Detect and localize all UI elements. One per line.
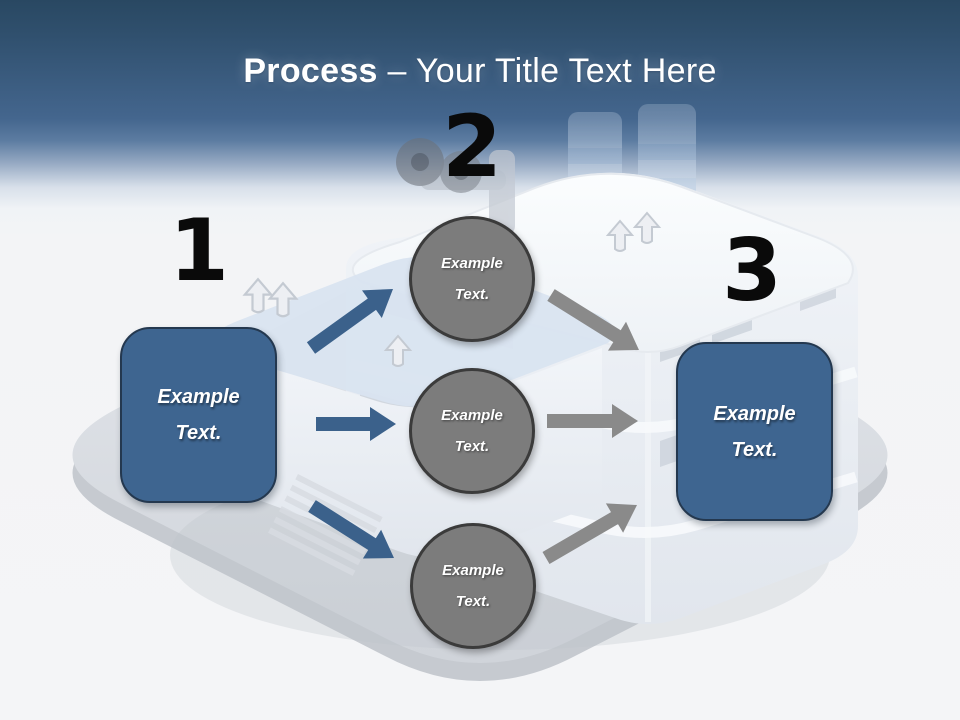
step-number-1: 1 (169, 201, 229, 301)
arrow-blue-middle-icon (316, 407, 396, 441)
arrow-gray-bottom-icon (542, 503, 637, 564)
pipe-valves-icon (396, 138, 515, 235)
process-circle-2[interactable]: Example Text. (409, 368, 535, 494)
step-number-2: 2 (442, 97, 502, 197)
process-box-3-label: Example Text. (713, 402, 796, 461)
arrow-blue-bottom-icon (308, 500, 394, 559)
process-box-3[interactable]: Example Text. (676, 342, 833, 521)
title-emphasis: Process (243, 52, 378, 90)
title-rest: – Your Title Text Here (377, 52, 717, 90)
process-circle-3[interactable]: Example Text. (410, 523, 536, 649)
arrow-gray-middle-icon (547, 404, 638, 438)
slide-title: Process – Your Title Text Here (0, 52, 960, 91)
process-circle-1-label: Example Text. (441, 254, 503, 304)
process-circle-3-label: Example Text. (442, 561, 504, 611)
process-circle-2-label: Example Text. (441, 406, 503, 456)
step-number-3: 3 (722, 221, 782, 321)
arrow-gray-top-icon (547, 289, 639, 351)
arrow-blue-top-icon (306, 289, 393, 354)
process-box-1-label: Example Text. (157, 386, 240, 444)
process-circle-1[interactable]: Example Text. (409, 216, 535, 342)
process-box-1[interactable]: Example Text. (120, 327, 277, 503)
